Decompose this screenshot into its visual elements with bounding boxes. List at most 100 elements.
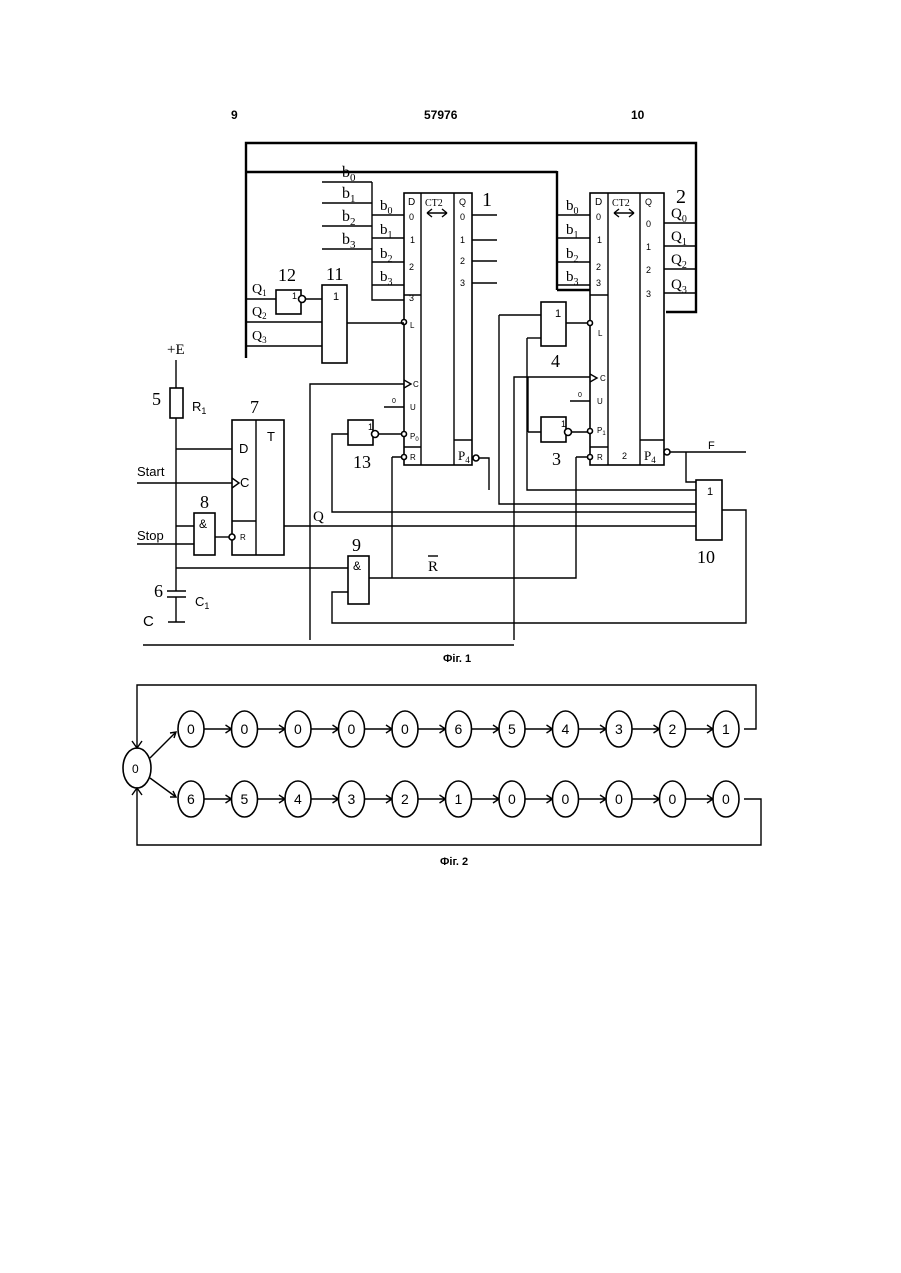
svg-text:b3: b3 (342, 231, 356, 251)
svg-text:Q0: Q0 (671, 206, 687, 225)
transition-arrow (204, 795, 232, 803)
svg-text:2: 2 (676, 186, 686, 208)
transition-arrow (311, 725, 339, 733)
state-label: 0 (722, 791, 730, 807)
transition-arrow (258, 795, 286, 803)
svg-text:1: 1 (561, 419, 566, 429)
state-label: 0 (241, 721, 249, 737)
svg-text:+E: +E (167, 342, 185, 358)
svg-text:1: 1 (292, 291, 297, 301)
svg-text:3: 3 (646, 289, 651, 299)
svg-text:0: 0 (596, 212, 601, 222)
svg-text:1: 1 (410, 235, 415, 245)
svg-text:R: R (597, 453, 603, 462)
state-label: 1 (455, 791, 463, 807)
transition-arrow (365, 795, 393, 803)
transition-arrow (579, 725, 607, 733)
svg-text:b0: b0 (380, 198, 393, 217)
svg-text:1: 1 (597, 235, 602, 245)
svg-text:2: 2 (460, 256, 465, 266)
svg-text:U: U (597, 397, 603, 406)
svg-text:1: 1 (460, 235, 465, 245)
circuit-figure-1: b0 b1 b2 b3 b0 b1 b2 b3 D 0 1 2 3 (137, 143, 746, 665)
svg-text:C: C (600, 374, 606, 383)
svg-text:&: & (353, 559, 361, 573)
svg-text:5: 5 (152, 389, 161, 409)
svg-text:Q2: Q2 (252, 305, 267, 321)
svg-text:2: 2 (646, 265, 651, 275)
svg-text:3: 3 (596, 278, 601, 288)
state-label: 4 (294, 791, 302, 807)
state-row-bottom: 65432100000 (178, 781, 739, 817)
state-label: 5 (241, 791, 249, 807)
state-diagram-figure-2: 0 00000654321 65432100000 Фіг. 2 (123, 685, 761, 868)
svg-text:L: L (598, 329, 603, 338)
svg-text:Q: Q (459, 197, 466, 207)
svg-text:2: 2 (622, 451, 627, 461)
svg-text:R: R (410, 453, 416, 462)
figure-1-caption: Фіг. 1 (443, 653, 471, 665)
svg-text:0: 0 (460, 212, 465, 222)
svg-text:12: 12 (278, 265, 296, 285)
svg-text:7: 7 (250, 397, 259, 417)
svg-text:R: R (240, 533, 246, 542)
svg-text:C: C (143, 613, 154, 630)
svg-text:8: 8 (200, 492, 209, 512)
svg-text:3: 3 (460, 278, 465, 288)
state-label: 2 (669, 721, 677, 737)
svg-text:Q3: Q3 (252, 329, 267, 345)
transition-arrow (632, 795, 660, 803)
state-label: 6 (455, 721, 463, 737)
svg-text:b0: b0 (566, 198, 579, 217)
svg-text:0: 0 (409, 212, 414, 222)
transition-arrow (579, 795, 607, 803)
transition-arrow (311, 795, 339, 803)
svg-text:0: 0 (132, 762, 139, 776)
transition-arrow (686, 725, 714, 733)
transition-arrow (632, 725, 660, 733)
svg-text:b1: b1 (342, 185, 356, 205)
svg-text:CT2: CT2 (425, 198, 443, 209)
svg-text:D: D (239, 441, 248, 456)
svg-text:U: U (410, 403, 416, 412)
state-row-top: 00000654321 (178, 711, 739, 747)
svg-text:3: 3 (552, 449, 561, 469)
page-number-right: 10 (631, 108, 645, 122)
state-label: 0 (187, 721, 195, 737)
svg-text:Start: Start (137, 464, 165, 479)
svg-text:D: D (408, 197, 415, 208)
svg-text:1: 1 (368, 422, 373, 432)
svg-text:Q: Q (645, 197, 652, 207)
transition-arrow (365, 725, 393, 733)
svg-text:2: 2 (409, 262, 414, 272)
svg-text:1: 1 (482, 189, 492, 211)
svg-text:10: 10 (697, 547, 715, 567)
svg-text:1: 1 (646, 242, 651, 252)
state-label: 2 (401, 791, 409, 807)
gate-8-and: & 8 (194, 492, 229, 555)
state-label: 0 (401, 721, 409, 737)
state-label: 1 (722, 721, 730, 737)
state-label: 3 (615, 721, 623, 737)
gate-3-inverter: 1 3 (528, 377, 588, 469)
figure-2-caption: Фіг. 2 (440, 856, 468, 868)
svg-text:L: L (410, 321, 415, 330)
svg-text:0: 0 (646, 219, 651, 229)
transition-arrow (472, 725, 500, 733)
svg-text:9: 9 (352, 535, 361, 555)
svg-text:b2: b2 (342, 208, 356, 228)
state-label: 0 (669, 791, 677, 807)
svg-text:11: 11 (326, 264, 343, 284)
svg-text:C: C (413, 380, 419, 389)
svg-text:1: 1 (555, 308, 561, 320)
svg-text:F: F (708, 440, 715, 452)
state-label: 5 (508, 721, 516, 737)
transition-arrow (258, 725, 286, 733)
svg-text:D: D (595, 197, 602, 208)
svg-text:CT2: CT2 (612, 198, 630, 209)
trigger-7: D C R T 7 (229, 397, 284, 555)
svg-text:13: 13 (353, 452, 371, 472)
svg-text:Stop: Stop (137, 528, 164, 543)
svg-text:4: 4 (551, 351, 560, 371)
